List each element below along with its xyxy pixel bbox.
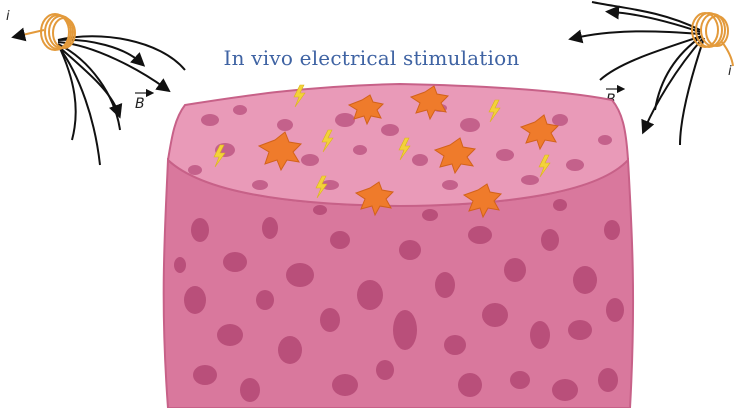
tissue-scaffold (164, 84, 633, 408)
left-current-label: i (6, 9, 10, 24)
left-coil: i B (6, 9, 185, 165)
figure-title: In vivo electrical stimulation (0, 46, 743, 70)
left-coil-windings (18, 14, 75, 50)
left-field-label: B (135, 96, 145, 112)
scaffold-top (168, 84, 628, 206)
